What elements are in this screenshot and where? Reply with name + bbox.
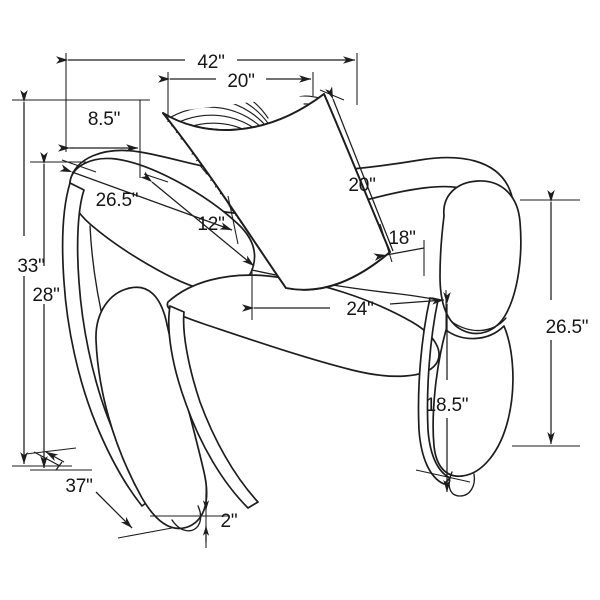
left-foot — [171, 505, 202, 532]
label-back-height: 28" — [32, 285, 59, 306]
dimension-labels-group: 42" 20" 8.5" 20" 26.5" 12" 18" 33" 28" 2… — [17, 52, 588, 532]
left-front-base — [95, 286, 208, 530]
dim-24b — [389, 297, 445, 305]
label-seat-width: 24" — [346, 299, 373, 320]
ext-185-bot — [415, 469, 471, 483]
label-leg-height: 2" — [221, 511, 238, 532]
label-pillow-side: 20" — [348, 175, 375, 196]
ext-37-bot — [117, 527, 173, 539]
right-arm-lower — [432, 325, 514, 477]
right-arm-pod — [439, 180, 522, 335]
label-arm-inset: 8.5" — [88, 109, 120, 130]
dim-20-side — [325, 86, 394, 252]
label-arm-length: 26.5" — [96, 190, 139, 211]
dim-37-upper — [45, 451, 65, 463]
label-seat-height: 18.5" — [426, 395, 469, 416]
dim-18 — [373, 247, 425, 261]
accent-pillow-group — [162, 93, 391, 291]
seat-cushion — [166, 274, 440, 378]
ext-20-side-a — [319, 89, 345, 101]
seat-front-skirt — [167, 305, 259, 509]
label-overall-depth: 37" — [65, 476, 92, 497]
label-arm-width: 12" — [197, 214, 224, 235]
label-overall-height: 33" — [17, 256, 44, 277]
dimension-lines-group — [12, 53, 580, 548]
ext-18-b — [379, 223, 393, 263]
label-seat-back-depth: 18" — [388, 228, 415, 249]
dim-37-lead1 — [33, 451, 61, 467]
label-pillow-width: 20" — [227, 71, 254, 92]
dim-37-lead2 — [95, 491, 133, 529]
right-arm-seam — [451, 317, 507, 332]
label-overall-width: 42" — [197, 52, 224, 73]
ext-12-a — [143, 173, 169, 183]
label-arm-height-right: 26.5" — [546, 317, 589, 338]
ext-37-top — [25, 447, 77, 455]
dim-12 — [140, 171, 255, 267]
